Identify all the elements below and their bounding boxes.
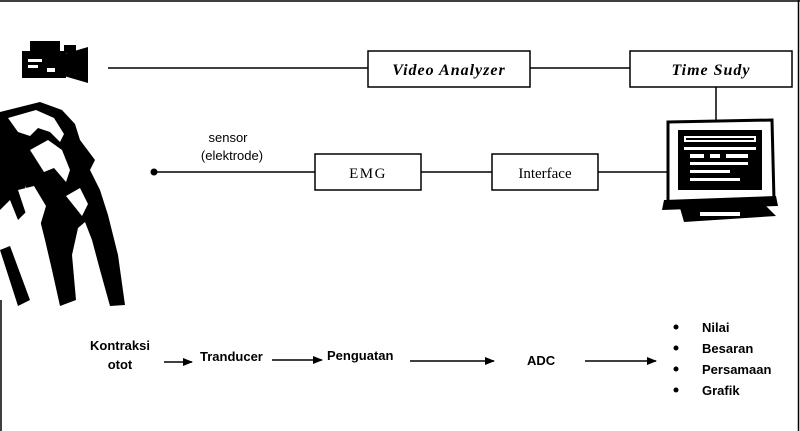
video-camera-icon [22, 41, 88, 83]
output-item-persamaan: Persamaan [702, 362, 771, 377]
adc-label: ADC [527, 353, 556, 368]
sensor-label-line2: (elektrode) [201, 148, 263, 163]
video-analyzer-label: Video Analyzer [392, 62, 505, 79]
output-item-grafik: Grafik [702, 383, 740, 398]
emg-label: EMG [349, 166, 387, 182]
interface-label: Interface [518, 166, 572, 182]
sensor-label-line1: sensor [208, 130, 248, 145]
bullet-icon [673, 324, 679, 330]
time-study-label: Time Sudy [671, 62, 750, 79]
penguatan-label: Penguatan [327, 348, 394, 363]
interface-box [491, 153, 599, 191]
tranducer-label: Tranducer [200, 349, 263, 364]
time-study-box [629, 50, 793, 88]
output-list: Nilai Besaran Persamaan Grafik [673, 320, 771, 398]
output-item-besaran: Besaran [702, 341, 753, 356]
computer-monitor-icon [662, 118, 778, 222]
kontraksi-label-line2: otot [108, 357, 133, 372]
worker-figure-icon [0, 102, 125, 306]
bullet-icon [673, 387, 679, 393]
bullet-icon [673, 345, 679, 351]
output-item-nilai: Nilai [702, 320, 729, 335]
video-analyzer-box [367, 50, 531, 88]
bullet-icon [673, 366, 679, 372]
kontraksi-label-line1: Kontraksi [90, 338, 150, 353]
